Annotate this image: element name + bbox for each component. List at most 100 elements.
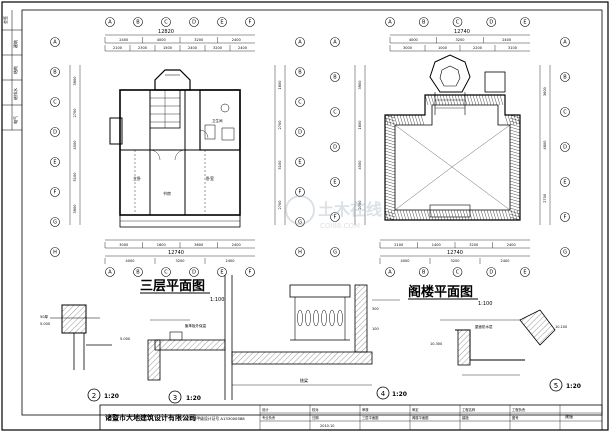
plan-title-1-scale: 1:100 [210,297,224,303]
hatch-1-12 [460,94,465,106]
attic-top-dim-0: 4000 [409,38,418,42]
left-side-dim-3: 5100 [73,173,77,182]
hatch-0-5 [399,114,404,126]
drawing-date: 2010.10 [320,424,334,428]
hatch-4-4 [384,126,396,131]
left-axis-label-top-1: B [136,20,140,26]
walls [109,69,241,228]
attic-axis-bubble-side1-4 [560,177,570,187]
hatch-1-9 [451,94,456,106]
hatch-0-7 [405,114,410,126]
hatch-2-4 [516,114,521,126]
hatch-5-26 [509,192,521,197]
left-top-dim-2: 3200 [194,38,203,42]
hatch-4-26 [384,192,396,197]
left-axis-bubble-side1-2 [295,97,305,107]
left-axis-bubble-side0-4 [50,157,60,167]
left-bottom-dim2-2: 2400 [226,259,235,263]
hatch-3-15 [429,209,434,221]
left-axis-label-side1-7: H [298,250,302,256]
hatch-3-27 [465,209,470,221]
hatch-0-12 [420,114,425,126]
left-axis-label-top-4: E [220,20,223,26]
hatch-3-32 [480,209,485,221]
left-axis-bubble-bottom-0 [105,267,115,277]
attic-axis-bubble-top-2 [452,17,463,27]
left-axis-bubble-bottom-1 [133,267,143,277]
attic-bottom-dim2-1: 3200 [451,259,460,263]
left-axis-label-bottom-0: A [108,270,112,276]
sheet-label: 建施 [565,413,573,419]
attic-axis-label-bottom-4: E [523,270,526,276]
hatch-2-1 [507,114,512,126]
hatch-4-5 [384,129,396,134]
hatch-3-24 [456,209,461,221]
tb-cell-0: 设计 [262,407,269,412]
detail-5-scale: 1:20 [566,383,581,390]
hatch-1-1 [427,94,432,106]
detail-4-note-2: 100 [372,327,379,331]
hatch-4-29 [384,201,396,206]
watermark-site: COI88.COM [320,222,360,230]
hatch-2-3 [513,114,518,126]
room-label-3: 卫生间 [212,118,223,123]
detail-3-note-2: 5.000 [120,337,130,341]
hatch-3-13 [423,209,428,221]
attic-axis-bubble-side1-1 [560,72,570,82]
hatch-4-27 [384,195,396,200]
hatch-3-23 [453,209,458,221]
hatch-3-12 [420,209,425,221]
left-axis-label-top-5: F [249,20,252,26]
baluster-2 [313,309,319,327]
baluster-3 [321,309,327,327]
left-axis-label-side0-0: A [53,40,57,46]
attic-axis-label-top-0: A [388,20,392,26]
left-side-dim-1: 2700 [73,109,77,118]
hatch-5-3 [509,123,521,128]
attic-left-dim-3: 2700 [358,201,362,210]
hatch-3-20 [444,209,449,221]
detail-4-note-3: 挑梁 [300,377,308,383]
attic-axis-bubble-side1-0 [560,37,570,47]
attic-axis-bubble-side1-5 [560,212,570,222]
right-side-dim-1: 2700 [278,121,282,130]
attic-axis-label-top-1: B [422,20,426,26]
hatch-3-38 [498,209,503,221]
hatch-5-16 [509,162,521,167]
detail-2-note-1: 50厚 [40,314,48,319]
hatch-4-15 [384,159,396,164]
hatch-3-37 [495,209,500,221]
attic-axis-bubble-side0-3 [330,142,340,152]
detail-2-scale: 1:20 [104,393,119,400]
left-top-dim-0: 2400 [119,38,128,42]
attic-axis-bubble-side0-6 [330,247,340,257]
left-axis-bubble-top-5 [245,17,255,27]
hatch-0-3 [393,114,398,126]
hatch-3-22 [450,209,455,221]
hatch-1-25 [499,94,504,106]
hatch-5-10 [509,144,521,149]
hatch-1-16 [472,94,477,106]
hatch-1-11 [457,94,462,106]
attic-axis-label-top-3: D [489,20,493,26]
attic-axis-label-side0-6: G [333,250,337,256]
hatch-3-26 [462,209,467,221]
hatch-1-14 [466,94,471,106]
hatch-4-23 [384,183,396,188]
attic-axis-label-side0-1: B [333,75,337,81]
hatch-0-10 [414,114,419,126]
strip-label-2: 建筑 [12,40,18,48]
left-axis-bubble-bottom-3 [189,267,199,277]
hatch-4-32 [384,210,396,215]
left-axis-label-side1-3: D [298,130,302,136]
hatch-4-13 [384,153,396,158]
hatch-1-7 [445,94,450,106]
left-axis-bubble-side0-6 [50,217,60,227]
left-axis-bubble-side0-0 [50,37,60,47]
plan-title-2-text: 阁楼平面图 [408,284,473,300]
attic-axis-label-side0-2: C [333,110,337,116]
room-label-2: 卧室 [206,175,214,181]
room-label-1: 主卧 [133,175,141,181]
attic-axis-bubble-top-4 [520,17,530,27]
attic-right-dim-0: 3600 [543,87,547,96]
